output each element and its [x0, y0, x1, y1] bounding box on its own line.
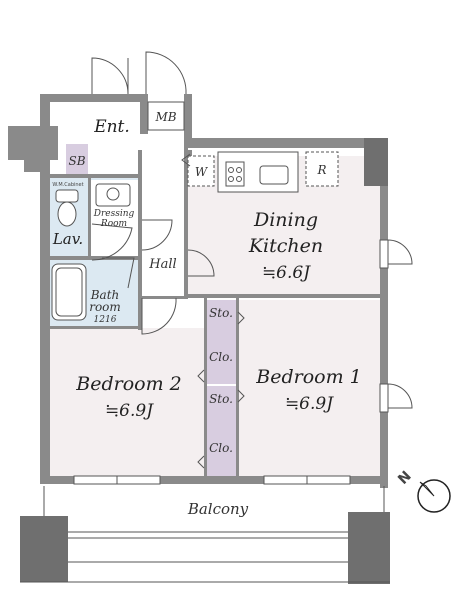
closet-door-marks	[181, 153, 245, 469]
label-bath-size: 1216	[94, 315, 117, 325]
label-dining-size: ≒6.6J	[262, 263, 311, 283]
storage-lower-fill	[206, 386, 236, 476]
label-dining-1: Dining	[253, 209, 318, 231]
bathtub	[51, 263, 87, 321]
label-bedroom-1-size: ≒6.9J	[285, 394, 334, 414]
compass-icon: N	[395, 468, 451, 513]
refrigerator-space	[305, 151, 339, 187]
storage-upper-fill	[206, 300, 236, 384]
balcony-rail	[20, 486, 390, 583]
label-bedroom-1: Bedroom 1	[255, 366, 361, 388]
washer-space	[187, 155, 215, 187]
compass-north-label: N	[395, 468, 415, 488]
sb-fill	[66, 144, 88, 174]
hall-floor	[140, 150, 188, 328]
label-bath-1: Bath	[90, 288, 120, 302]
label-storage-lower: Sto.	[209, 392, 233, 406]
label-balcony: Balcony	[187, 500, 249, 518]
kitchen-counter	[217, 151, 299, 193]
label-hall: Hall	[148, 257, 176, 272]
label-r: R	[316, 163, 326, 177]
label-bedroom-2-size: ≒6.9J	[105, 401, 154, 421]
mb-box	[147, 101, 185, 131]
label-bedroom-2: Bedroom 2	[75, 373, 181, 395]
interior-doors	[91, 219, 215, 335]
entrance-doors	[91, 51, 187, 95]
walls	[8, 94, 390, 584]
label-dressing-2: Room	[100, 219, 127, 229]
balcony-windows	[73, 475, 351, 485]
label-lavatory: Lav.	[52, 230, 83, 248]
label-dining-2: Kitchen	[248, 235, 323, 257]
label-wm-cabinet: W.M.Cabinet	[52, 182, 83, 188]
label-entrance: Ent.	[93, 117, 130, 137]
label-w: W	[195, 165, 209, 179]
label-bath-2: room	[89, 300, 121, 314]
label-storage-upper: Sto.	[209, 306, 233, 320]
label-dressing-1: Dressing	[93, 209, 135, 219]
bedroom-2-floor	[48, 328, 206, 476]
label-closet-lower: Clo.	[209, 441, 233, 455]
label-mb: MB	[154, 110, 176, 124]
balcony-floor	[44, 486, 384, 532]
lavatory-fixtures	[55, 183, 131, 227]
bedroom-1-floor	[238, 300, 380, 476]
label-closet-upper: Clo.	[209, 350, 233, 364]
label-sb: SB	[68, 154, 85, 168]
side-windows	[379, 239, 413, 413]
